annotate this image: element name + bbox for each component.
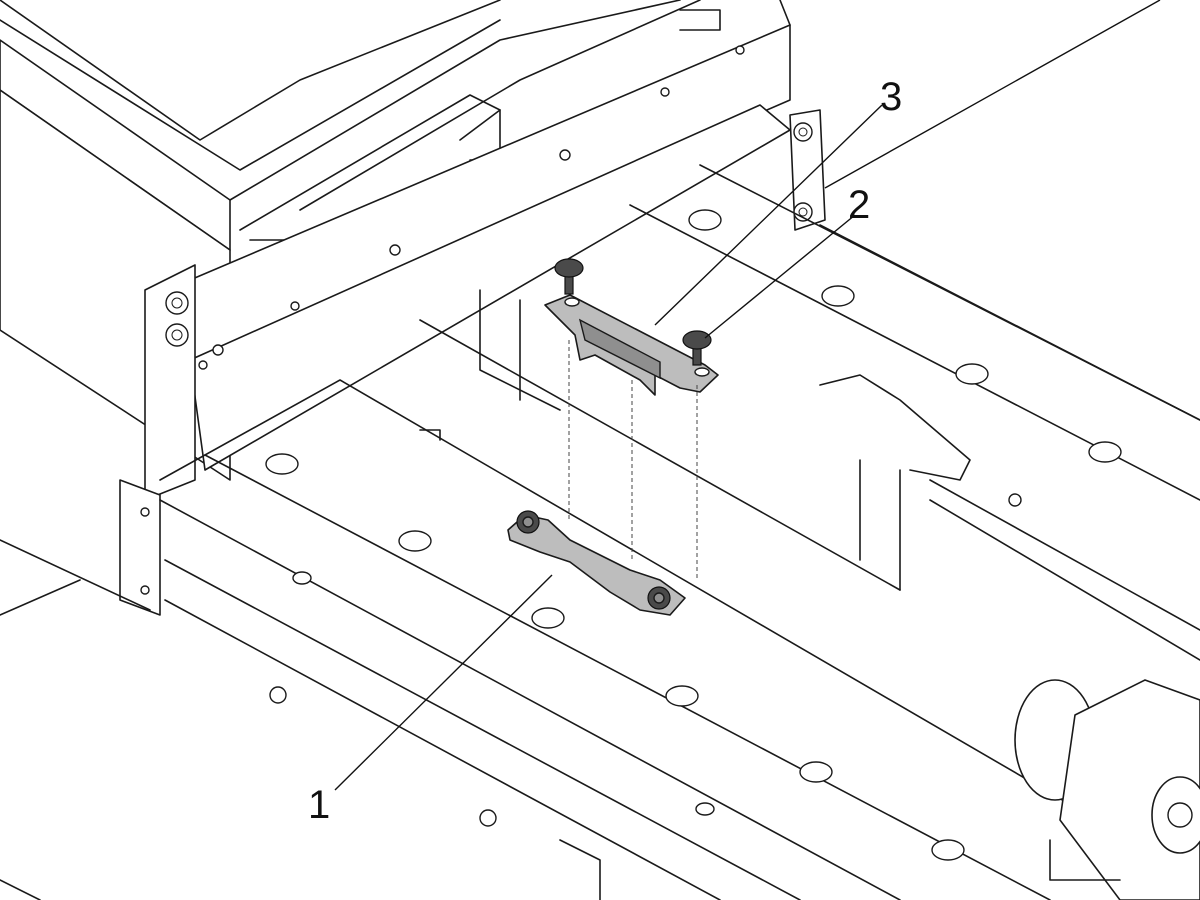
- callout-3: 3: [880, 75, 902, 119]
- assembly-guides: [568, 340, 698, 580]
- part-3-bracket: [544, 294, 719, 396]
- lower-rail: [159, 379, 1200, 900]
- part-1-plate: [507, 510, 686, 616]
- leader-3: [654, 104, 883, 326]
- left-bracket: [119, 264, 196, 616]
- part-2-screws: [554, 258, 712, 366]
- screw-right: [682, 330, 712, 366]
- right-rail: [629, 164, 1200, 501]
- screw-left: [554, 258, 584, 295]
- callout-2: 2: [848, 183, 870, 227]
- leader-1: [334, 574, 553, 791]
- leader-lines: [334, 0, 1161, 791]
- leader-2: [704, 214, 856, 339]
- leader-top-right: [824, 0, 1161, 189]
- channel: [419, 289, 901, 591]
- callout-1: 1: [308, 783, 330, 827]
- right-bracket: [789, 109, 826, 231]
- base-plate: [0, 539, 601, 900]
- drive-unit: [929, 479, 1200, 900]
- cross-beam: [189, 0, 791, 471]
